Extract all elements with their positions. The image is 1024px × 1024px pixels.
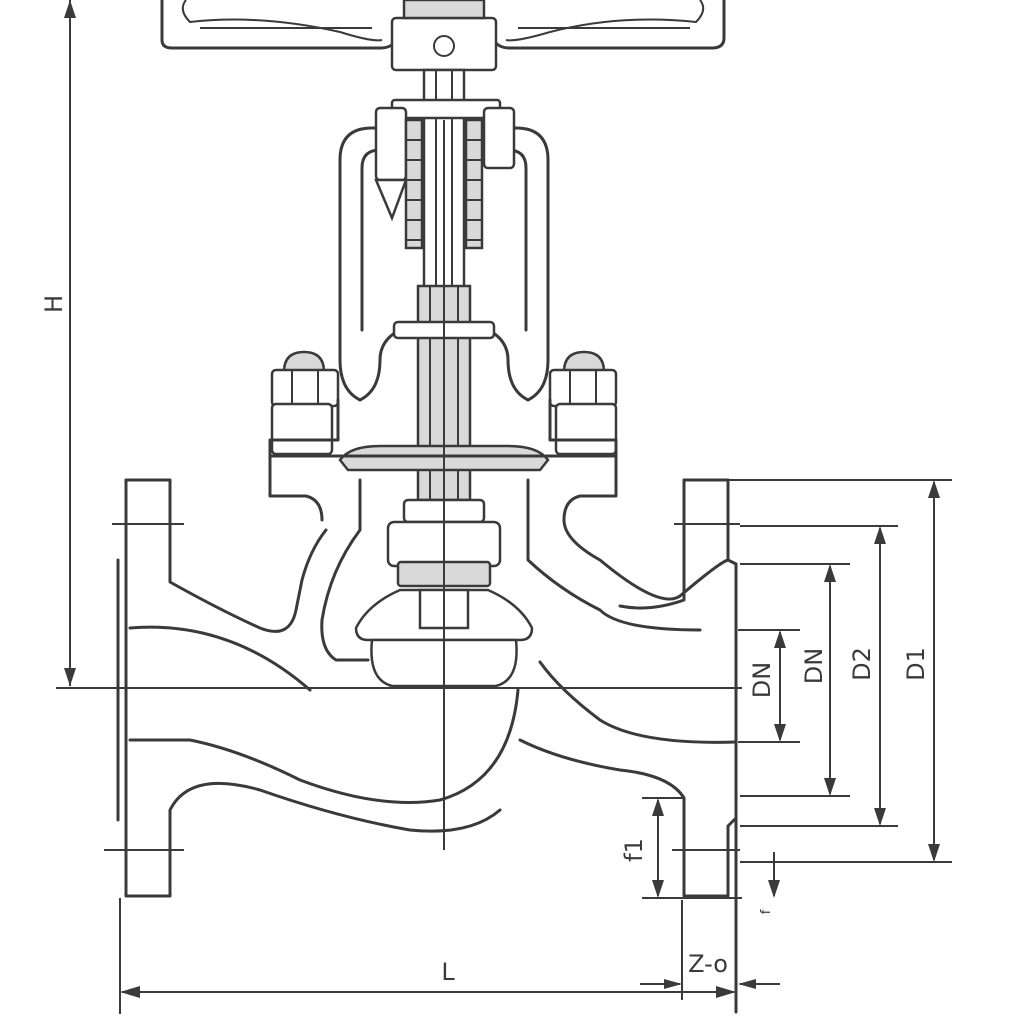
- d1-label: D1: [902, 647, 930, 681]
- height-label: H: [40, 295, 68, 313]
- dn-inner-label: DN: [748, 662, 776, 698]
- z-o-label: Z-o: [688, 950, 728, 978]
- dimension-dn-outer: DN: [740, 563, 850, 797]
- f1-label: f1: [620, 838, 648, 862]
- dn-outer-label: DN: [800, 648, 828, 684]
- dimension-l: L: [119, 898, 736, 1014]
- d2-label: D2: [848, 647, 876, 681]
- dimension-d2: D2: [740, 525, 898, 827]
- l-label: L: [441, 958, 455, 986]
- dimension-d1: D1: [728, 479, 952, 863]
- f-label: f: [759, 909, 774, 914]
- dimension-height: H: [40, 0, 76, 686]
- dimension-f1: f1: [620, 797, 742, 899]
- bonnet-flange: [268, 398, 618, 522]
- yoke: [338, 98, 550, 402]
- handwheel: [160, 0, 726, 72]
- bonnet-bolt-left: [270, 350, 340, 456]
- dimension-f: f: [759, 852, 780, 914]
- dimension-z-o: Z-o: [640, 900, 780, 1000]
- dimension-dn-inner: DN: [738, 629, 800, 743]
- valve-body: [56, 120, 742, 1014]
